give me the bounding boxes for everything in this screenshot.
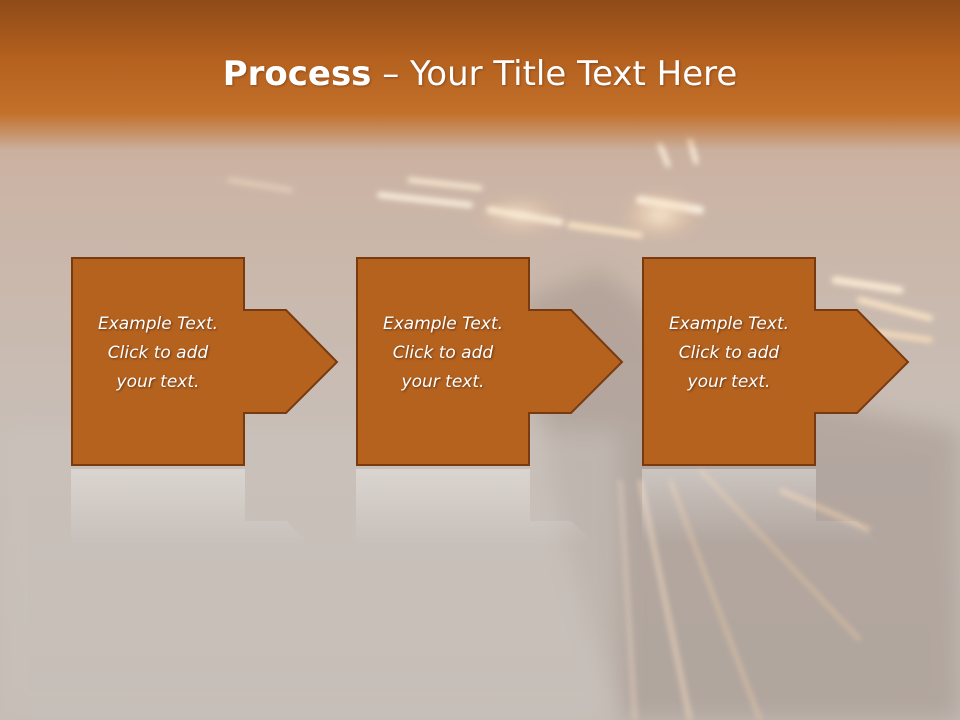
title-band [0, 0, 960, 150]
step-3-line2: Click to add [678, 343, 780, 363]
step-1-line2: Click to add [107, 343, 209, 363]
step-3-line1: Example Text. [668, 314, 790, 334]
step-2-line1: Example Text. [382, 314, 504, 334]
step-2-shape[interactable] [356, 257, 624, 466]
step-2-text[interactable]: Example Text. Click to add your text. [357, 310, 529, 397]
step-2-line2: Click to add [392, 343, 494, 363]
step-1-shape[interactable] [71, 257, 339, 466]
slide-title[interactable]: Process – Your Title Text Here [0, 52, 960, 96]
step-3-shape[interactable] [642, 257, 910, 466]
step-1-line1: Example Text. [97, 314, 219, 334]
title-rest-text: – Your Title Text Here [371, 54, 738, 94]
step-1-line3: your text. [116, 372, 200, 392]
shapes-reflection [71, 469, 910, 678]
title-bold-text: Process [222, 54, 372, 94]
step-3-line3: your text. [687, 372, 771, 392]
step-3-text[interactable]: Example Text. Click to add your text. [643, 310, 815, 397]
step-1-text[interactable]: Example Text. Click to add your text. [72, 310, 244, 397]
step-2-line3: your text. [401, 372, 485, 392]
